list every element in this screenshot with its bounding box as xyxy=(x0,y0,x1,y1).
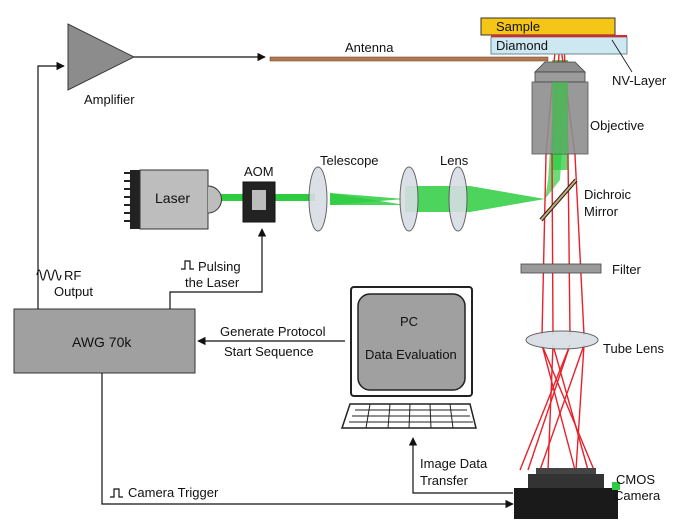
diamond-label: Diamond xyxy=(496,38,548,53)
rf-label-2: Output xyxy=(54,284,93,299)
nv-layer-pointer xyxy=(611,39,633,73)
laser-label: Laser xyxy=(155,190,190,206)
rf-wave-icon xyxy=(36,269,62,281)
antenna-label: Antenna xyxy=(345,40,394,55)
rf-label-1: RF xyxy=(64,268,81,283)
pc-monitor xyxy=(350,286,473,397)
aom-label: AOM xyxy=(244,164,274,179)
trigger-pulse-icon xyxy=(110,488,123,498)
dichroic-label-1: Dichroic xyxy=(584,187,631,202)
laser xyxy=(124,169,222,230)
lens-label: Lens xyxy=(440,153,469,168)
generate-label-1: Generate Protocol xyxy=(220,324,326,339)
camera-trigger-line xyxy=(101,373,514,509)
cmos-label-2: Camera xyxy=(614,488,661,503)
amplifier-triangle xyxy=(67,23,136,91)
pulsing-line xyxy=(169,228,267,309)
pulsing-label-1: Pulsing xyxy=(198,259,241,274)
telescope-lens-2 xyxy=(399,166,419,232)
image-data-label-2: Transfer xyxy=(420,473,469,488)
keyboard xyxy=(340,403,477,429)
dichroic-label-2: Mirror xyxy=(584,204,619,219)
camera-trigger-label: Camera Trigger xyxy=(128,485,219,500)
cmos-camera xyxy=(514,468,620,519)
dichroic-mirror-face xyxy=(540,179,577,221)
pc-label-2: Data Evaluation xyxy=(365,347,457,362)
objective-label: Objective xyxy=(590,118,644,133)
image-data-label-1: Image Data xyxy=(420,456,488,471)
tube-lens xyxy=(525,330,599,350)
filter-label: Filter xyxy=(612,262,642,277)
nv-layer-label: NV-Layer xyxy=(612,73,667,88)
cmos-label-1: CMOS xyxy=(616,472,655,487)
objective xyxy=(531,61,589,155)
rf-output-line xyxy=(37,61,65,309)
pc-label-1: PC xyxy=(400,314,418,329)
telescope-lens-1 xyxy=(308,166,328,232)
focusing-lens xyxy=(448,166,468,232)
image-data-line xyxy=(408,437,513,494)
amplifier-label: Amplifier xyxy=(84,92,135,107)
filter xyxy=(520,263,602,274)
aom xyxy=(242,181,276,223)
pulsing-label-2: the Laser xyxy=(185,275,240,290)
tube-lens-label: Tube Lens xyxy=(603,341,664,356)
awg-box xyxy=(13,308,196,374)
telescope-label: Telescope xyxy=(320,153,379,168)
pulse-icon xyxy=(181,260,194,270)
sample-label: Sample xyxy=(496,19,540,34)
antenna xyxy=(269,56,549,62)
awg-label: AWG 70k xyxy=(72,334,132,350)
generate-label-2: Start Sequence xyxy=(224,344,314,359)
